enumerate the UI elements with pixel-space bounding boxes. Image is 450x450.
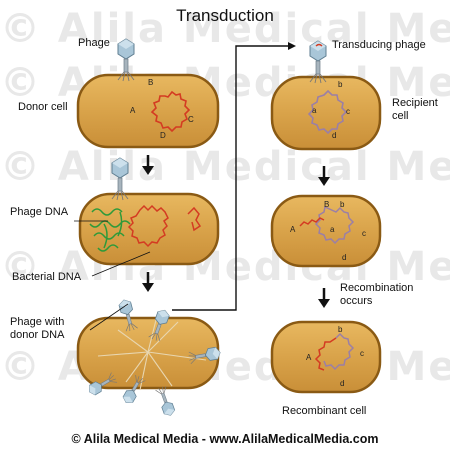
recombinant-cell xyxy=(270,320,382,394)
label-recombination-occurs: Recombination occurs xyxy=(340,282,414,307)
gene-label: d xyxy=(342,253,346,262)
gene-label: A xyxy=(130,106,136,115)
recipient-cell xyxy=(270,75,382,151)
arrow-head xyxy=(318,177,330,186)
arrow-head xyxy=(142,166,154,175)
donor-cell xyxy=(76,73,220,149)
gene-label: B xyxy=(324,200,329,209)
leader-line xyxy=(89,303,129,331)
gene-label: d xyxy=(340,379,344,388)
infected-cell xyxy=(78,192,220,266)
donor-dna xyxy=(299,217,325,227)
gene-label: d xyxy=(332,131,336,140)
gene-label: D xyxy=(160,131,166,140)
recipient-dna xyxy=(323,332,355,371)
gene-label: A xyxy=(290,225,296,234)
watermark: © Alila Medical Media xyxy=(0,6,450,52)
arrow-head xyxy=(142,283,154,292)
phage-icon xyxy=(154,385,177,418)
label-bacterial-dna: Bacterial DNA xyxy=(12,271,82,283)
gene-label: b xyxy=(340,200,345,209)
gene-label: C xyxy=(188,115,194,124)
recipient-cell xyxy=(270,194,382,268)
label-recipient-cell: Recipient cell xyxy=(392,97,438,122)
label-transducing-phage: Transducing phage xyxy=(332,39,426,51)
leader-line xyxy=(91,251,151,277)
arrow-head xyxy=(318,299,330,308)
bacterial-dna xyxy=(127,204,202,248)
transfer-connector xyxy=(172,45,288,311)
recipient-dna xyxy=(307,89,348,135)
watermark: © Alila Medical Media xyxy=(0,144,450,190)
donor-dna xyxy=(314,337,337,371)
label-phage-with-donor-dna: Phage with donor DNA xyxy=(10,316,65,341)
credit-line: © Alila Medical Media - www.AlilaMedical… xyxy=(71,432,379,446)
label-recombinant-cell: Recombinant cell xyxy=(282,405,367,417)
gene-label: b xyxy=(338,325,343,334)
gene-label: a xyxy=(312,106,317,115)
gene-label: B xyxy=(148,78,153,87)
gene-label: a xyxy=(330,225,335,234)
diagram-title: Transduction xyxy=(176,6,274,25)
label-phage-dna: Phage DNA xyxy=(10,206,69,218)
label-phage: Phage xyxy=(78,37,110,49)
arrow-head xyxy=(288,42,296,50)
gene-label: c xyxy=(362,229,366,238)
donor-dna xyxy=(150,90,191,133)
gene-label: c xyxy=(360,349,364,358)
cell-debris xyxy=(97,311,207,391)
phage-dna xyxy=(89,208,131,252)
donor-dna-fragment xyxy=(315,43,323,47)
gene-label: b xyxy=(338,80,343,89)
gene-label: c xyxy=(346,107,350,116)
gene-label: A xyxy=(306,353,312,362)
label-donor-cell: Donor cell xyxy=(18,101,68,113)
